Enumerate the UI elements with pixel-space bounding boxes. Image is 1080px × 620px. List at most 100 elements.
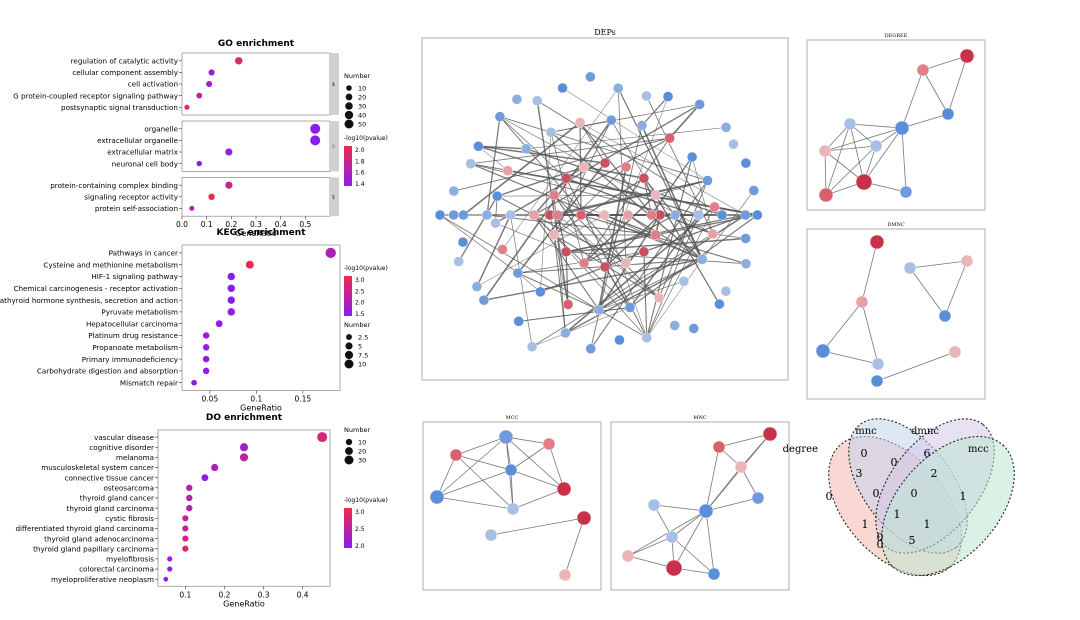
network-edge — [486, 214, 656, 236]
network-panel-deps: DEPs — [421, 28, 789, 381]
network-edge — [822, 301, 863, 352]
network-edge — [673, 510, 707, 569]
size-legend-label: 50 — [358, 121, 366, 129]
network-node — [513, 316, 524, 327]
venn-set-mcc — [881, 435, 1015, 577]
term-label: connective tissue cancer — [65, 473, 154, 482]
network-edge — [627, 214, 703, 260]
venn-set-label: degree — [783, 444, 818, 455]
facet-strip — [330, 177, 339, 217]
network-node — [512, 267, 524, 279]
data-point — [163, 576, 169, 582]
panel-title: GO enrichment — [218, 39, 295, 49]
network-node — [818, 187, 834, 203]
network-node — [578, 257, 590, 269]
network-node — [653, 292, 665, 303]
term-label: Pathways in cancer — [109, 249, 178, 258]
network-node — [941, 107, 955, 121]
network-edge — [553, 177, 645, 236]
size-legend-label: 20 — [358, 448, 366, 456]
network-node — [504, 463, 518, 477]
network-node — [511, 94, 523, 105]
data-point — [202, 332, 210, 339]
network-edge — [579, 122, 746, 216]
network-node — [734, 460, 748, 474]
network-edge — [712, 233, 746, 239]
network-node — [599, 209, 610, 221]
network-node — [855, 173, 873, 191]
network-edge — [510, 469, 565, 490]
network-edge — [548, 443, 565, 490]
venn-region-count: 1 — [924, 518, 931, 531]
network-edge — [643, 251, 648, 338]
color-legend-title: -log10(pvalue) — [344, 135, 388, 142]
data-point — [202, 344, 210, 351]
network-node — [532, 95, 543, 106]
venn-region-count: 0 — [891, 456, 898, 469]
network-node — [556, 481, 572, 497]
color-legend-label: 1.5 — [355, 311, 365, 318]
network-edge — [453, 137, 670, 192]
network-edge — [436, 436, 507, 498]
network-title: DEGREE — [885, 33, 908, 39]
network-edge — [629, 214, 758, 308]
network-node — [752, 209, 763, 221]
data-point — [310, 135, 321, 146]
size-legend-label: 5 — [358, 343, 362, 351]
network-node — [751, 491, 765, 505]
x-tick-label: 0.5 — [299, 220, 311, 229]
data-point — [227, 308, 235, 316]
network-edge — [901, 69, 924, 129]
venn-region-count: 1 — [894, 508, 901, 521]
network-edge — [579, 122, 652, 216]
network-edge — [495, 222, 567, 253]
network-edge — [512, 488, 565, 510]
network-edge — [705, 510, 715, 575]
term-label: extracellular organelle — [97, 136, 178, 145]
facet-strip-label: BP — [332, 82, 336, 86]
network-node — [614, 334, 625, 346]
x-tick-label: 0.15 — [294, 395, 311, 404]
size-legend-title: Number — [344, 321, 370, 329]
network-edge — [653, 504, 707, 512]
network-node — [624, 302, 636, 313]
network-edge — [566, 237, 746, 253]
network-edge — [532, 307, 631, 348]
data-point — [239, 453, 249, 462]
venn-set-label: mcc — [968, 444, 989, 455]
data-point — [227, 296, 235, 304]
network-panel-dmnc: DMNC — [806, 222, 986, 400]
x-tick-label: 0.3 — [258, 590, 270, 599]
network-node — [815, 343, 831, 359]
network-edge — [557, 214, 660, 298]
network-edge — [604, 214, 648, 338]
network-edge — [604, 214, 661, 268]
term-label: regulation of catalytic activity — [71, 57, 179, 66]
size-legend-label: 2.5 — [358, 334, 368, 342]
term-label: postsynaptic signal transduction — [61, 103, 178, 112]
size-legend-dot — [344, 119, 354, 129]
network-edge — [490, 517, 585, 536]
network-edge — [705, 497, 759, 512]
network-edge — [557, 214, 567, 252]
venn-region-count: 6 — [924, 447, 931, 460]
network-edge — [617, 87, 703, 260]
network-edge — [436, 454, 457, 498]
term-label: extracellular matrix — [107, 148, 178, 157]
network-node — [506, 502, 520, 516]
network-node — [613, 83, 624, 94]
network-panel-mcc: MCC — [422, 415, 602, 591]
network-node — [855, 295, 869, 309]
network-edge — [824, 150, 827, 196]
network-frame — [610, 421, 790, 591]
network-node — [669, 209, 681, 221]
network-edge — [629, 214, 700, 308]
network-node — [650, 229, 662, 241]
network-edge — [550, 131, 703, 260]
network-node — [740, 258, 752, 269]
network-node — [478, 294, 490, 306]
x-tick-label: 0.0 — [176, 220, 188, 229]
network-node — [481, 209, 493, 221]
network-edge — [478, 145, 699, 216]
